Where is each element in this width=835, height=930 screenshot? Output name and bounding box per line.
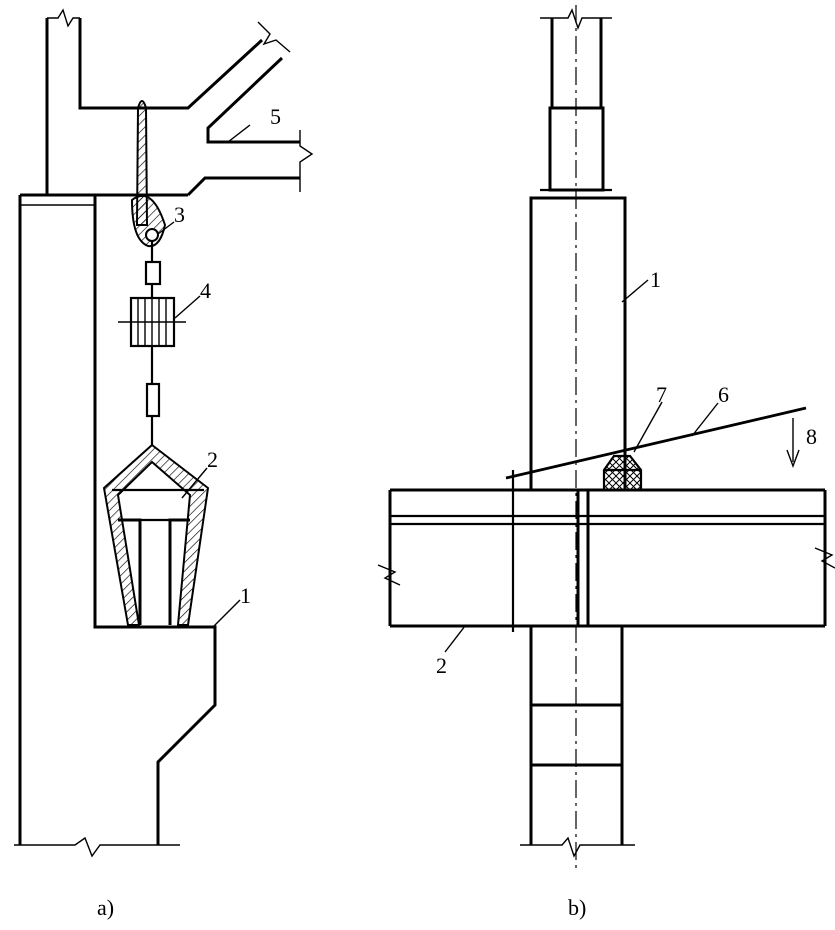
beam [377, 470, 835, 632]
callout-1-b: 1 [650, 267, 661, 292]
level-rule [505, 406, 807, 480]
sling-rope [130, 100, 167, 248]
upper-column-b [529, 8, 627, 492]
panel-b: 1 7 6 8 2 b) [377, 5, 835, 920]
shim-block [602, 454, 643, 492]
callout-2: 2 [207, 447, 218, 472]
panel-a: 5 3 4 2 1 a) [14, 8, 314, 920]
lower-column-b [520, 626, 635, 858]
leader-lines-a [157, 124, 251, 629]
panel-a-caption: a) [97, 895, 114, 920]
panel-b-caption: b) [568, 895, 586, 920]
lower-column [14, 193, 217, 858]
callout-1: 1 [240, 583, 251, 608]
callout-2-b: 2 [436, 653, 447, 678]
upper-column [45, 8, 314, 197]
callout-4: 4 [200, 278, 211, 303]
leader-lines-b [444, 279, 719, 653]
callout-6: 6 [718, 382, 729, 407]
turnbuckle [118, 241, 186, 445]
callout-3: 3 [174, 202, 185, 227]
callout-8: 8 [806, 424, 817, 449]
callout-7: 7 [656, 382, 667, 407]
callout-5: 5 [270, 104, 281, 129]
load-arrow [786, 418, 800, 468]
clamp [102, 443, 210, 626]
